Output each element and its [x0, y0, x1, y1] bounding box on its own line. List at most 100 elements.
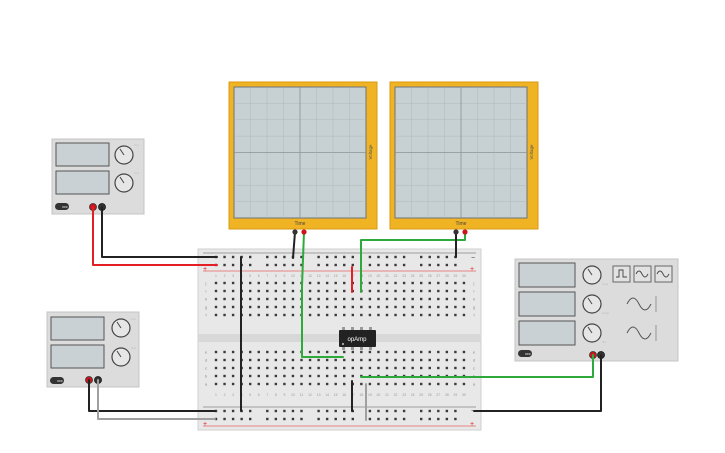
breadboard-hole[interactable] — [231, 289, 235, 293]
breadboard-hole[interactable] — [274, 281, 278, 285]
rail-hole[interactable] — [325, 255, 329, 259]
breadboard-hole[interactable] — [454, 297, 457, 301]
breadboard-hole[interactable] — [249, 374, 252, 378]
breadboard-hole[interactable] — [266, 358, 269, 362]
breadboard-hole[interactable] — [360, 382, 363, 386]
breadboard-hole[interactable] — [214, 305, 218, 309]
breadboard-hole[interactable] — [325, 382, 329, 386]
breadboard-hole[interactable] — [231, 358, 235, 362]
rail-hole[interactable] — [334, 409, 337, 413]
rail-hole[interactable] — [385, 263, 389, 267]
breadboard-hole[interactable] — [266, 374, 269, 378]
breadboard-hole[interactable] — [428, 281, 431, 285]
breadboard-hole[interactable] — [291, 382, 295, 386]
breadboard-hole[interactable] — [223, 297, 226, 301]
breadboard-hole[interactable] — [231, 382, 235, 386]
breadboard-hole[interactable] — [214, 374, 218, 378]
breadboard-hole[interactable] — [300, 374, 303, 378]
breadboard-hole[interactable] — [291, 374, 295, 378]
breadboard-hole[interactable] — [257, 366, 260, 370]
rail-hole[interactable] — [428, 409, 431, 413]
breadboard-hole[interactable] — [291, 366, 295, 370]
breadboard-hole[interactable] — [360, 305, 363, 309]
breadboard-hole[interactable] — [283, 297, 286, 301]
breadboard-hole[interactable] — [385, 350, 389, 354]
breadboard-hole[interactable] — [368, 313, 372, 317]
power-supply-1[interactable]: Cur Cur OFF — [51, 138, 145, 215]
breadboard-hole[interactable] — [325, 297, 329, 301]
rail-hole[interactable] — [437, 409, 440, 413]
breadboard-hole[interactable] — [402, 366, 406, 370]
breadboard-hole[interactable] — [308, 305, 312, 309]
function-generator[interactable]: Freq Ampl DC OFF — [514, 258, 679, 362]
breadboard-hole[interactable] — [249, 313, 252, 317]
rail-hole[interactable] — [334, 417, 337, 421]
oscilloscope-1-negative-terminal[interactable] — [292, 229, 298, 235]
rail-hole[interactable] — [274, 255, 278, 259]
rail-hole[interactable] — [377, 417, 380, 421]
oscilloscope-2-positive-terminal[interactable] — [462, 229, 468, 235]
breadboard-hole[interactable] — [385, 305, 389, 309]
breadboard-hole[interactable] — [291, 281, 295, 285]
rail-hole[interactable] — [317, 417, 320, 421]
breadboard-hole[interactable] — [274, 297, 278, 301]
rail-hole[interactable] — [223, 417, 226, 421]
breadboard-hole[interactable] — [411, 313, 414, 317]
breadboard-hole[interactable] — [325, 366, 329, 370]
breadboard-hole[interactable] — [402, 313, 406, 317]
breadboard-hole[interactable] — [437, 281, 440, 285]
breadboard-hole[interactable] — [368, 350, 372, 354]
breadboard-hole[interactable] — [283, 382, 286, 386]
rail-hole[interactable] — [394, 263, 397, 267]
breadboard-hole[interactable] — [402, 305, 406, 309]
rail-hole[interactable] — [231, 263, 235, 267]
breadboard-hole[interactable] — [308, 374, 312, 378]
rail-hole[interactable] — [385, 417, 389, 421]
breadboard-hole[interactable] — [377, 350, 380, 354]
breadboard-hole[interactable] — [343, 382, 346, 386]
breadboard-hole[interactable] — [223, 374, 226, 378]
rail-hole[interactable] — [420, 417, 423, 421]
breadboard-hole[interactable] — [214, 289, 218, 293]
breadboard-hole[interactable] — [343, 366, 346, 370]
breadboard-hole[interactable] — [402, 281, 406, 285]
breadboard-hole[interactable] — [308, 281, 312, 285]
breadboard-hole[interactable] — [274, 350, 278, 354]
wire-ps2-positive[interactable] — [88, 379, 216, 412]
breadboard-hole[interactable] — [411, 281, 414, 285]
breadboard-hole[interactable] — [214, 366, 218, 370]
breadboard-hole[interactable] — [283, 281, 286, 285]
power-supply-2-power-button[interactable] — [50, 377, 64, 384]
breadboard-hole[interactable] — [428, 313, 431, 317]
breadboard-hole[interactable] — [351, 313, 354, 317]
rail-hole[interactable] — [428, 263, 431, 267]
rail-hole[interactable] — [300, 409, 303, 413]
breadboard-hole[interactable] — [377, 313, 380, 317]
breadboard-hole[interactable] — [317, 289, 320, 293]
breadboard-hole[interactable] — [223, 350, 226, 354]
rail-hole[interactable] — [291, 417, 295, 421]
breadboard-hole[interactable] — [249, 305, 252, 309]
breadboard-hole[interactable] — [283, 313, 286, 317]
breadboard-hole[interactable] — [377, 366, 380, 370]
breadboard-hole[interactable] — [334, 289, 337, 293]
rail-hole[interactable] — [325, 417, 329, 421]
breadboard-hole[interactable] — [454, 350, 457, 354]
breadboard-hole[interactable] — [454, 366, 457, 370]
breadboard-hole[interactable] — [325, 289, 329, 293]
breadboard-hole[interactable] — [257, 374, 260, 378]
breadboard-hole[interactable] — [266, 297, 269, 301]
rail-hole[interactable] — [274, 409, 278, 413]
breadboard-hole[interactable] — [445, 297, 449, 301]
rail-hole[interactable] — [402, 417, 406, 421]
breadboard-hole[interactable] — [257, 281, 260, 285]
breadboard-hole[interactable] — [231, 350, 235, 354]
wire-function-generator-ground[interactable] — [473, 354, 602, 412]
breadboard-hole[interactable] — [368, 305, 372, 309]
rail-hole[interactable] — [283, 255, 286, 259]
wire-ps1-negative[interactable] — [101, 206, 218, 258]
breadboard-hole[interactable] — [411, 305, 414, 309]
breadboard-hole[interactable] — [394, 313, 397, 317]
breadboard-hole[interactable] — [257, 358, 260, 362]
breadboard-hole[interactable] — [385, 281, 389, 285]
